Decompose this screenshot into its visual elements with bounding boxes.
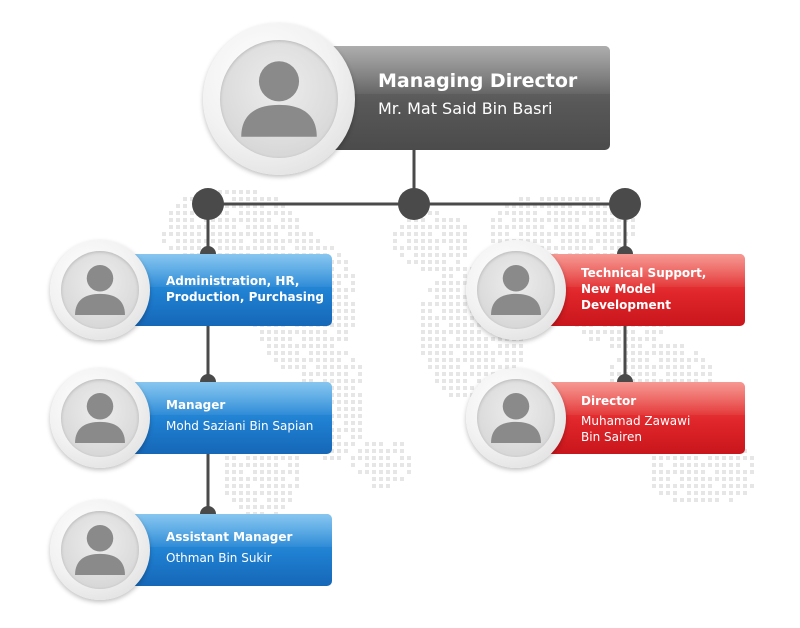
assistant-manager-name: Othman Bin Sukir bbox=[166, 551, 272, 565]
technical-support-title-line-2: New Model bbox=[581, 282, 656, 296]
person-silhouette-icon bbox=[491, 265, 541, 315]
director-card: Director Muhamad Zawawi Bin Sairen bbox=[540, 382, 745, 454]
director-avatar bbox=[466, 368, 566, 468]
managing-director-card: Managing Director Mr. Mat Said Bin Basri bbox=[300, 46, 610, 150]
technical-support-title-line-1: Technical Support, bbox=[581, 266, 707, 280]
administration-title-line-1: Administration, HR, bbox=[166, 274, 300, 288]
assistant-manager-avatar bbox=[50, 500, 150, 600]
director-title: Director bbox=[581, 394, 637, 408]
junction-right-icon bbox=[609, 188, 641, 220]
person-silhouette-icon bbox=[491, 393, 541, 443]
junction-left-icon bbox=[192, 188, 224, 220]
technical-support-card: Technical Support, New Model Development bbox=[540, 254, 745, 326]
managing-director-avatar bbox=[203, 23, 355, 175]
director-name-line-2: Bin Sairen bbox=[581, 430, 642, 444]
technical-support-title-line-3: Development bbox=[581, 298, 671, 312]
administration-card: Administration, HR, Production, Purchasi… bbox=[124, 254, 332, 326]
manager-avatar bbox=[50, 368, 150, 468]
assistant-manager-card: Assistant Manager Othman Bin Sukir bbox=[124, 514, 332, 586]
junction-center-icon bbox=[398, 188, 430, 220]
administration-title-line-2: Production, Purchasing bbox=[166, 290, 324, 304]
director-name-line-1: Muhamad Zawawi bbox=[581, 414, 691, 428]
technical-support-avatar bbox=[466, 240, 566, 340]
person-silhouette-icon bbox=[75, 265, 125, 315]
manager-title: Manager bbox=[166, 398, 226, 412]
assistant-manager-title: Assistant Manager bbox=[166, 530, 293, 544]
managing-director-title: Managing Director bbox=[378, 70, 578, 92]
person-silhouette-icon bbox=[241, 61, 317, 137]
person-silhouette-icon bbox=[75, 525, 125, 575]
person-silhouette-icon bbox=[75, 393, 125, 443]
managing-director-name: Mr. Mat Said Bin Basri bbox=[378, 99, 553, 118]
manager-name: Mohd Saziani Bin Sapian bbox=[166, 419, 314, 433]
manager-card: Manager Mohd Saziani Bin Sapian bbox=[124, 382, 332, 454]
administration-avatar bbox=[50, 240, 150, 340]
